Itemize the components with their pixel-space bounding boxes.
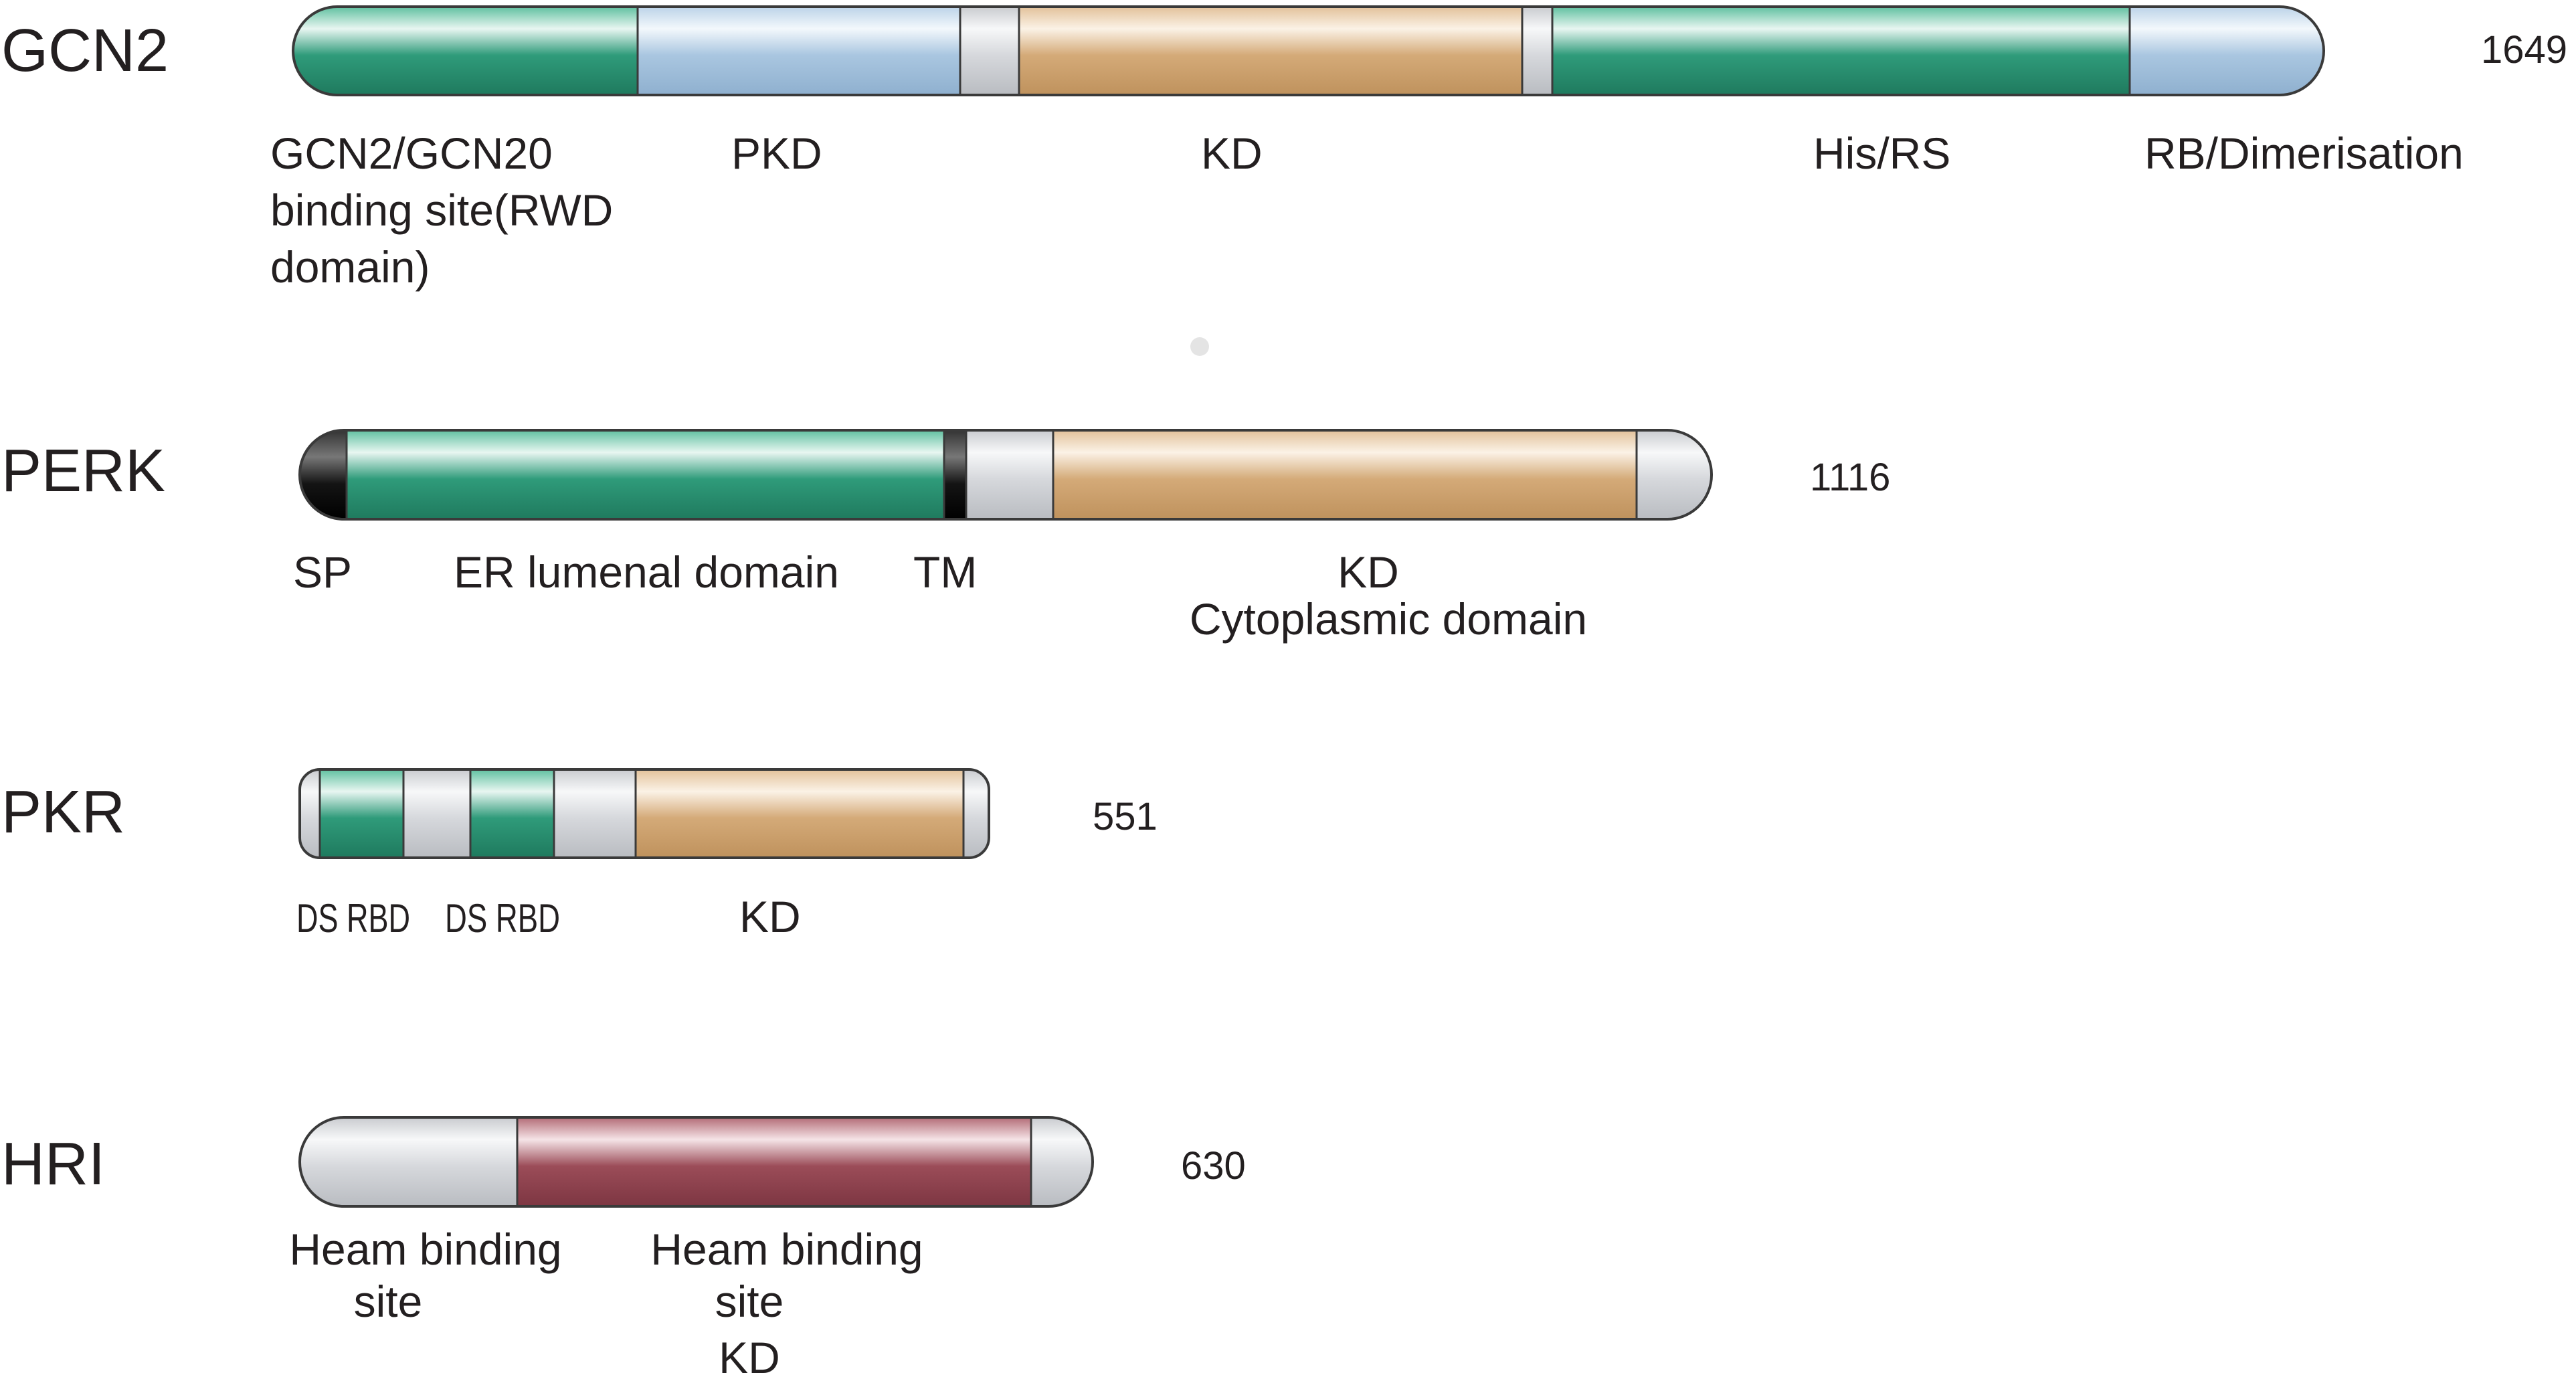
protein-name-hri: HRI	[1, 1131, 105, 1198]
hri-label-heam-1-line1: Heam binding	[289, 1224, 561, 1274]
gcn2-label-pkd: PKD	[731, 128, 822, 178]
gcn2-label-rwd-line3: domain)	[270, 242, 430, 292]
pkr-c-terminus	[963, 769, 989, 858]
hri-bar-outline	[298, 1116, 1094, 1208]
pkr-bar-outline	[298, 768, 990, 859]
hri-label-heam-2-line1: Heam binding	[650, 1224, 923, 1274]
hri-label-kd: KD	[719, 1333, 780, 1382]
perk-label-kd: KD	[1338, 547, 1399, 597]
perk-length: 1116	[1810, 456, 1890, 499]
protein-name-perk: PERK	[1, 438, 165, 504]
gcn2-label-rb: RB/Dimerisation	[2144, 128, 2464, 178]
pkr-dsrbd-2	[470, 769, 554, 858]
protein-pkr: PKR 551 DS RBD DS RBD KD	[1, 768, 1158, 941]
gcn2-label-his-rs: His/RS	[1813, 128, 1950, 178]
perk-transmembrane	[944, 430, 966, 519]
pkr-linker-1	[403, 769, 470, 858]
perk-domain-bar	[300, 430, 1712, 519]
protein-name-gcn2: GCN2	[1, 17, 169, 84]
perk-signal-peptide	[300, 430, 347, 519]
hri-heam-binding-site-1	[300, 1117, 517, 1206]
pkr-length: 551	[1093, 795, 1158, 838]
gcn2-label-rwd-line1: GCN2/GCN20	[270, 128, 553, 178]
pkr-label-kd: KD	[739, 892, 801, 941]
perk-label-sp: SP	[293, 547, 352, 597]
gcn2-pkd-domain	[638, 7, 960, 95]
gcn2-dividers	[636, 7, 2131, 95]
pkr-label-dsrbd-1: DS RBD	[296, 896, 410, 941]
hri-domain-bar	[300, 1117, 1093, 1206]
gcn2-label-rwd-line2: binding site(RWD	[270, 185, 613, 235]
gcn2-linker-2	[1522, 7, 1552, 95]
gcn2-label-kd: KD	[1201, 128, 1263, 178]
gcn2-his-rs-domain	[1552, 7, 2130, 95]
gcn2-length: 1649	[2481, 28, 2567, 72]
pkr-linker-2	[554, 769, 636, 858]
pkr-kinase-domain	[636, 769, 963, 858]
hri-label-heam-2-line2: site	[715, 1277, 784, 1326]
perk-bar-outline	[298, 429, 1713, 521]
perk-kinase-domain	[1053, 430, 1637, 519]
gcn2-linker-1	[960, 7, 1019, 95]
pkr-domain-bar	[300, 769, 989, 858]
protein-name-pkr: PKR	[1, 779, 125, 846]
gcn2-bar-outline	[292, 5, 2325, 96]
perk-dividers	[345, 430, 1638, 519]
perk-label-tm: TM	[913, 547, 977, 597]
perk-label-cyto: Cytoplasmic domain	[1190, 594, 1587, 644]
gcn2-rwd-domain	[293, 7, 638, 95]
perk-er-lumenal-domain	[347, 430, 944, 519]
pkr-n-terminus	[300, 769, 320, 858]
hri-label-heam-1-line2: site	[354, 1277, 423, 1326]
perk-label-er: ER lumenal domain	[454, 547, 839, 597]
perk-linker	[966, 430, 1053, 519]
hri-dividers	[516, 1117, 1032, 1206]
hri-length: 630	[1181, 1144, 1246, 1188]
decorative-dot	[1190, 337, 1209, 356]
pkr-label-dsrbd-2: DS RBD	[445, 896, 560, 941]
hri-kinase-domain	[517, 1117, 1031, 1206]
gcn2-rb-domain	[2130, 7, 2324, 95]
hri-c-terminus	[1031, 1117, 1093, 1206]
gcn2-kinase-domain	[1019, 7, 1522, 95]
protein-hri: HRI 630 Heam binding site Heam binding s…	[1, 1116, 1246, 1382]
pkr-dsrbd-1	[320, 769, 403, 858]
pkr-dividers	[318, 769, 965, 858]
protein-perk: PERK 1116 SP ER lumenal domain TM KD Cyt…	[1, 429, 1890, 644]
gcn2-domain-bar	[293, 7, 2324, 95]
protein-gcn2: GCN2 1649 GCN2/GCN20 binding site(RWD do…	[1, 5, 2567, 292]
